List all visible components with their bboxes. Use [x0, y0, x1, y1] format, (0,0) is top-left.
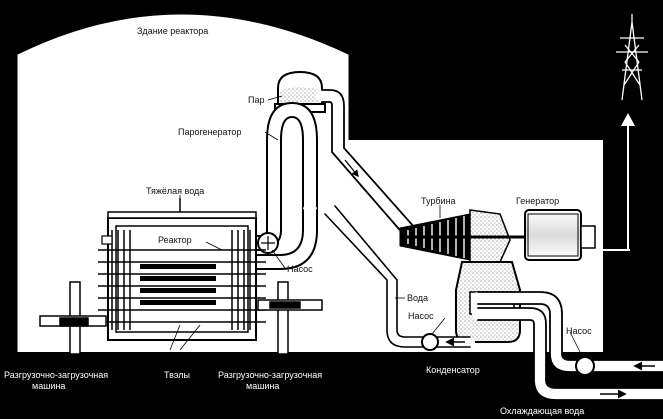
- reactor-vessel: [98, 198, 266, 341]
- label-building: Здание реактора: [137, 26, 208, 36]
- label-pump-primary: Насос: [287, 264, 313, 274]
- label-heavy-water: Тяжёлая вода: [146, 186, 204, 196]
- cooling-water-loop: [472, 291, 663, 401]
- steam-line: [316, 89, 416, 238]
- label-pump-feed: Насос: [408, 311, 434, 321]
- pump-icon: [257, 232, 279, 254]
- fuelling-machine-right: [257, 281, 323, 355]
- label-generator: Генератор: [516, 196, 559, 206]
- reactor-building: [17, 14, 349, 356]
- label-steam-generator: Парогенератор: [178, 127, 241, 137]
- label-water: Вода: [407, 293, 428, 303]
- label-condenser: Конденсатор: [426, 365, 480, 375]
- turbine: [399, 209, 525, 263]
- pump-icon: [575, 356, 595, 376]
- label-tubes: Твэлы: [164, 370, 190, 380]
- label-steam: Пар: [248, 95, 264, 105]
- pump-icon: [421, 333, 439, 351]
- label-reactor: Реактор: [158, 235, 192, 245]
- transmission-tower-icon: [616, 14, 648, 101]
- label-cooling-water: Охлаждающая вода: [500, 406, 584, 416]
- generator: [524, 209, 596, 261]
- leader-lines: [169, 95, 583, 357]
- steam-flow-arrow: [344, 159, 359, 178]
- fuelling-machine-left: [39, 281, 107, 355]
- label-pump-cooling: Насос: [566, 326, 592, 336]
- power-line-arrow: [621, 113, 635, 126]
- label-turbine: Турбина: [421, 196, 456, 206]
- feed-water-line: [324, 205, 475, 348]
